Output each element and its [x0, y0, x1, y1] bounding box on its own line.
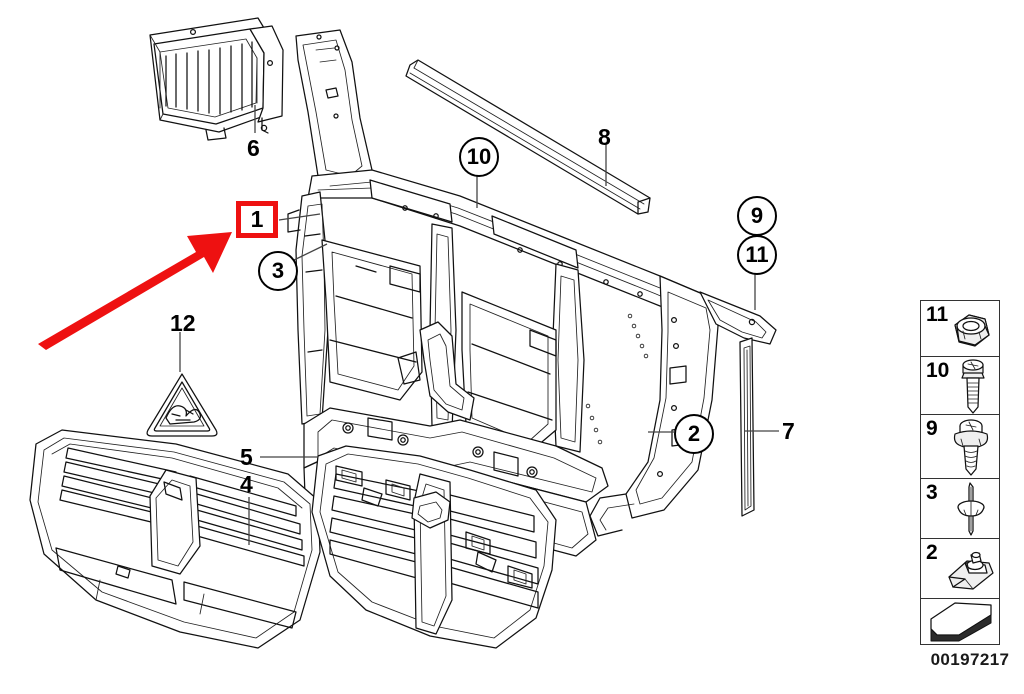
- callout-7-label: 7: [782, 418, 795, 444]
- callout-9[interactable]: 9: [737, 196, 777, 236]
- legend-row-2[interactable]: 2: [921, 539, 999, 599]
- red-highlight-arrow: [38, 232, 232, 350]
- callout-2[interactable]: 2: [674, 414, 714, 454]
- callout-6-label: 6: [247, 135, 260, 161]
- callout-4[interactable]: 4: [240, 473, 253, 496]
- callout-8[interactable]: 8: [598, 126, 611, 149]
- legend-row-arrow[interactable]: [921, 599, 999, 644]
- part-upper-seal-rail: [405, 59, 651, 215]
- expanding-rivet-icon: [945, 479, 997, 538]
- callout-11-label: 11: [745, 242, 769, 267]
- diagram-reference-number: 00197217: [930, 650, 1010, 669]
- callout-5[interactable]: 5: [240, 446, 253, 469]
- legend-row-11-label: 11: [926, 303, 949, 326]
- callout-1-highlighted[interactable]: 1: [236, 201, 278, 238]
- part-left-air-duct: [29, 429, 321, 649]
- callout-5-label: 5: [240, 444, 253, 470]
- legend-row-9[interactable]: 9: [921, 415, 999, 479]
- callout-9-label: 9: [750, 203, 764, 228]
- legend-row-3-label: 3: [926, 481, 938, 504]
- part-center-air-duct: [311, 445, 557, 649]
- legend-row-10-label: 10: [926, 359, 950, 382]
- hex-flange-bolt-icon: [945, 357, 997, 414]
- legend-row-10[interactable]: 10: [921, 357, 999, 415]
- part-warning-triangle-emblem: [146, 373, 218, 437]
- callout-2-label: 2: [687, 421, 701, 446]
- legend-row-11[interactable]: 11: [921, 301, 999, 357]
- legend-row-9-label: 9: [926, 417, 938, 440]
- torx-flange-screw-icon: [945, 415, 997, 478]
- callout-4-label: 4: [240, 471, 253, 497]
- cage-nut-clip-icon: [945, 539, 997, 598]
- part-sealing-strip: [739, 337, 755, 517]
- callout-10-label: 10: [466, 144, 492, 169]
- arrow-marker-icon: [925, 599, 999, 644]
- hex-lock-nut-icon: [945, 301, 997, 356]
- callout-12[interactable]: 12: [170, 312, 196, 335]
- part-kidney-grille: [149, 17, 284, 141]
- callout-10[interactable]: 10: [459, 137, 499, 177]
- callout-7[interactable]: 7: [782, 420, 795, 443]
- callout-6[interactable]: 6: [247, 137, 260, 160]
- callout-1-label: 1: [250, 206, 264, 232]
- callout-11[interactable]: 11: [737, 235, 777, 275]
- legend-row-2-label: 2: [926, 541, 938, 564]
- callout-3-label: 3: [271, 258, 285, 283]
- fastener-legend: 11 10: [920, 300, 1000, 645]
- leader-lines: [179, 105, 779, 545]
- legend-row-3[interactable]: 3: [921, 479, 999, 539]
- callout-3[interactable]: 3: [258, 251, 298, 291]
- callout-8-label: 8: [598, 124, 611, 150]
- callout-12-label: 12: [170, 310, 196, 336]
